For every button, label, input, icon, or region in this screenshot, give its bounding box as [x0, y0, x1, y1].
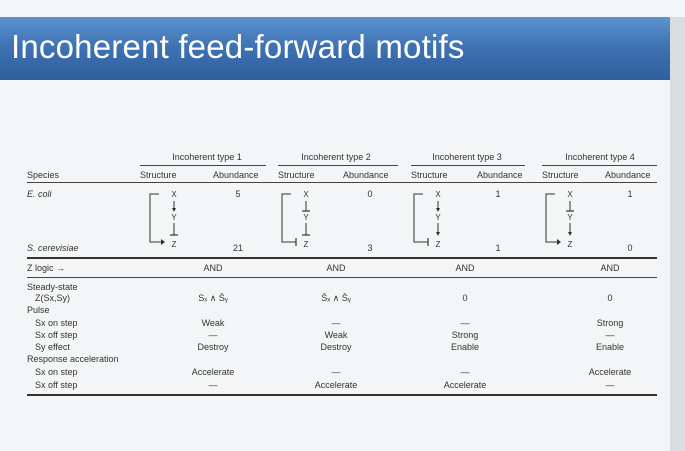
subheader-abundance-2: Abundance [343, 170, 389, 180]
acc-on-1: Accelerate [191, 367, 235, 377]
row-acc-sx-off-label: Sx off step [35, 380, 78, 390]
sx-on-3: — [460, 318, 470, 328]
motif-diagram-type3: X Y Z [411, 187, 451, 255]
motif4-x: X [567, 190, 573, 199]
group-rule-1 [140, 165, 266, 166]
row-acc-sx-on-label: Sx on step [35, 367, 78, 377]
motif2-z: Z [304, 240, 309, 249]
steady-4: 0 [607, 293, 613, 303]
motif1-z: Z [172, 240, 177, 249]
acc-on-2: — [331, 367, 341, 377]
ecoli-abundance-2: 0 [367, 189, 373, 199]
scerevisiae-abundance-4: 0 [627, 243, 633, 253]
sy-effect-3: Enable [450, 342, 480, 352]
group-rule-2 [278, 165, 398, 166]
zlogic-2: AND [326, 263, 346, 273]
scerevisiae-abundance-3: 1 [495, 243, 501, 253]
acc-on-4: Accelerate [588, 367, 632, 377]
row-zlogic-label: Z logic → [27, 263, 66, 273]
sx-on-4: Strong [596, 318, 624, 328]
subheader-structure-1: Structure [140, 170, 177, 180]
subheader-structure-3: Structure [411, 170, 448, 180]
subheader-structure-2: Structure [278, 170, 315, 180]
subheader-abundance-3: Abundance [477, 170, 523, 180]
title-bar: Incoherent feed-forward motifs [0, 17, 670, 80]
row-response-acceleration-label: Response acceleration [27, 354, 119, 364]
zlogic-3: AND [455, 263, 475, 273]
row-sx-off-label: Sx off step [35, 330, 78, 340]
subheader-abundance-4: Abundance [605, 170, 651, 180]
row-steady-state-label: Steady-state [27, 282, 78, 292]
zlogic-rule [27, 277, 657, 278]
slide-title: Incoherent feed-forward motifs [11, 28, 465, 65]
row-scerevisiae-label: S. cerevisiae [27, 243, 79, 253]
motif-table: Incoherent type 1 Incoherent type 2 Inco… [27, 145, 657, 405]
species-bottom-rule [27, 257, 657, 259]
group-rule-4 [542, 165, 657, 166]
sx-on-2: — [331, 318, 341, 328]
ecoli-abundance-1: 5 [235, 189, 241, 199]
sx-on-1: Weak [201, 318, 225, 328]
acc-off-3: Accelerate [443, 380, 487, 390]
motif4-z: Z [568, 240, 573, 249]
scerevisiae-abundance-2: 3 [367, 243, 373, 253]
row-ecoli-label: E. coli [27, 189, 52, 199]
group-header-type3: Incoherent type 3 [432, 152, 502, 162]
group-header-type4: Incoherent type 4 [565, 152, 635, 162]
motif-diagram-type4: X Y Z [543, 187, 583, 255]
subheader-rule [27, 182, 657, 183]
row-pulse-label: Pulse [27, 305, 50, 315]
motif1-y: Y [171, 213, 177, 222]
steady-3: 0 [462, 293, 468, 303]
acc-off-1: — [208, 380, 218, 390]
motif3-x: X [435, 190, 441, 199]
row-sx-on-label: Sx on step [35, 318, 78, 328]
motif4-y: Y [567, 213, 573, 222]
scerevisiae-abundance-1: 21 [232, 243, 244, 253]
acc-off-4: — [605, 380, 615, 390]
sy-effect-1: Destroy [197, 342, 229, 352]
sx-off-3: Strong [451, 330, 479, 340]
species-header: Species [27, 170, 60, 180]
sy-effect-4: Enable [595, 342, 625, 352]
group-rule-3 [411, 165, 525, 166]
row-sy-effect-label: Sy effect [35, 342, 70, 352]
sy-effect-2: Destroy [320, 342, 352, 352]
motif1-x: X [171, 190, 177, 199]
motif3-y: Y [435, 213, 441, 222]
group-header-type1: Incoherent type 1 [172, 152, 242, 162]
acc-off-2: Accelerate [314, 380, 358, 390]
steady-1: Sₓ ∧ S̄ᵧ [198, 293, 228, 303]
zlogic-4: AND [600, 263, 620, 273]
sx-off-4: — [605, 330, 615, 340]
steady-2: S̄ₓ ∧ S̄ᵧ [321, 293, 351, 303]
zlogic-1: AND [203, 263, 223, 273]
row-zsxsy-label: Z(Sx,Sy) [35, 293, 70, 303]
motif3-z: Z [436, 240, 441, 249]
sx-off-2: Weak [324, 330, 348, 340]
sx-off-1: — [208, 330, 218, 340]
motif2-y: Y [303, 213, 309, 222]
motif2-x: X [303, 190, 309, 199]
table-bottom-rule [27, 394, 657, 396]
ecoli-abundance-3: 1 [495, 189, 501, 199]
slide-edge [670, 17, 685, 451]
subheader-abundance-1: Abundance [213, 170, 259, 180]
group-header-type2: Incoherent type 2 [301, 152, 371, 162]
ecoli-abundance-4: 1 [627, 189, 633, 199]
motif-diagram-type2: X Y Z [279, 187, 319, 255]
motif-diagram-type1: X Y Z [147, 187, 187, 255]
acc-on-3: — [460, 367, 470, 377]
subheader-structure-4: Structure [542, 170, 579, 180]
